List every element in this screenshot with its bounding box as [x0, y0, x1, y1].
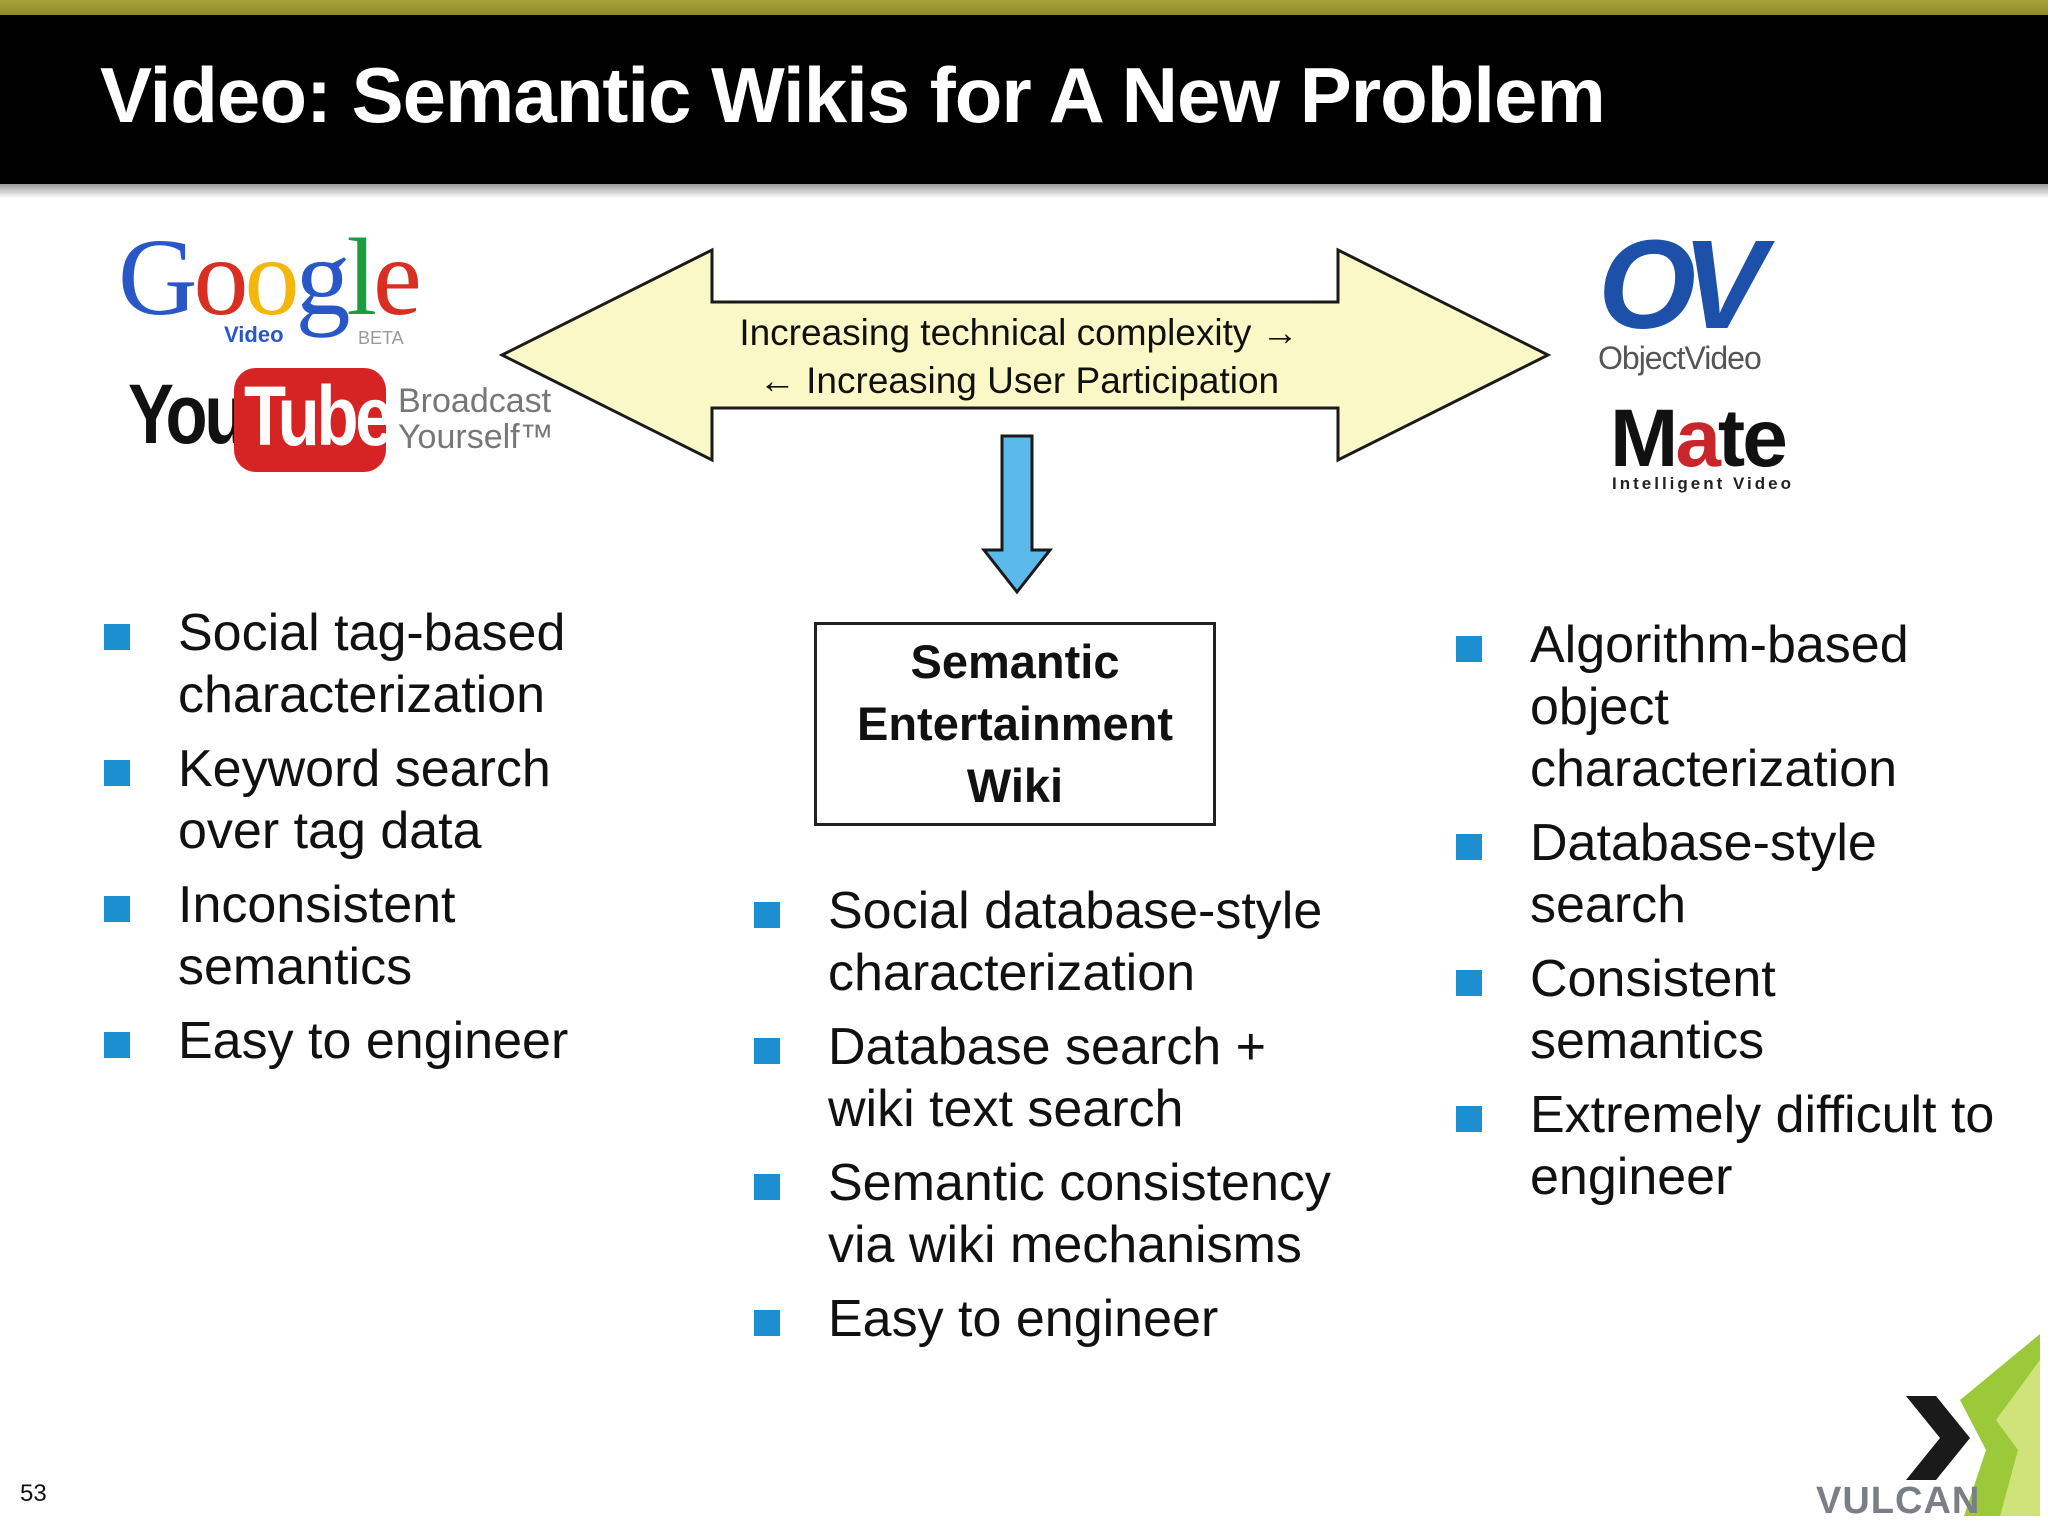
wiki-box-line: Semantic [910, 635, 1120, 688]
slide-title: Video: Semantic Wikis for A New Problem [100, 51, 1606, 139]
list-item: Easy to engineer [754, 1288, 1354, 1350]
list-item-text: Consistent semantics [1530, 950, 1776, 1070]
title-bar: Video: Semantic Wikis for A New Problem [0, 0, 2048, 184]
list-item: Semantic consistency via wiki mechanisms [754, 1152, 1354, 1276]
semantic-entertainment-wiki-box: Semantic Entertainment Wiki [814, 622, 1216, 826]
google-letter: g [295, 216, 350, 338]
list-item-text: Keyword search over tag data [178, 740, 551, 860]
youtube-tube: Tube [244, 369, 394, 463]
youtube-yourself: Yourself™ [398, 417, 554, 456]
list-item: Inconsistent semantics [104, 874, 664, 998]
square-bullet-icon [104, 624, 130, 650]
center-bullet-list: Social database-style characterization D… [754, 880, 1354, 1362]
wiki-box-line: Entertainment [857, 697, 1173, 750]
square-bullet-icon [104, 1032, 130, 1058]
list-item: Extremely difficult to engineer [1456, 1084, 2016, 1208]
google-letter: o [244, 216, 299, 338]
left-bullet-list: Social tag-based characterization Keywor… [104, 602, 664, 1084]
header-accent-strip [0, 0, 2048, 15]
objectvideo-logo-mark: OV [1598, 214, 1766, 355]
mate-letter: M [1610, 393, 1678, 484]
page-number: 53 [20, 1480, 47, 1507]
list-item: Easy to engineer [104, 1010, 664, 1072]
vulcan-green-highlight [1996, 1360, 2040, 1516]
vulcan-brand: VULCAN [1816, 1480, 1981, 1522]
list-item: Consistent semantics [1456, 948, 2016, 1072]
vulcan-logo-graphic [1906, 1334, 2040, 1516]
list-item-text: Inconsistent semantics [178, 876, 456, 996]
down-arrow-shape [980, 434, 1054, 595]
mate-letter: te [1717, 393, 1788, 484]
wiki-box-line: Wiki [966, 759, 1064, 812]
google-letter: l [346, 216, 376, 338]
header-shadow [0, 184, 2048, 198]
list-item: Social tag-based characterization [104, 602, 664, 726]
list-item: Algorithm-based object characterization [1456, 614, 2016, 800]
objectvideo-logo-text: ObjectVideo [1598, 340, 1762, 376]
list-item-text: Algorithm-based object characterization [1530, 616, 1909, 798]
list-item-text: Social database-style characterization [828, 882, 1323, 1002]
mate-letter: a [1675, 393, 1721, 484]
arrow-label-participation: ← Increasing User Participation [758, 360, 1280, 401]
square-bullet-icon [754, 1174, 780, 1200]
list-item-text: Easy to engineer [178, 1012, 569, 1070]
double-arrow-shape [498, 247, 1552, 463]
list-item: Database-style search [1456, 812, 2016, 936]
google-video-label: Video [224, 322, 284, 347]
list-item-text: Database search + wiki text search [828, 1018, 1266, 1138]
square-bullet-icon [754, 1038, 780, 1064]
list-item: Keyword search over tag data [104, 738, 664, 862]
google-letter: G [118, 216, 197, 338]
google-video-logo: Google [118, 222, 422, 332]
youtube-tube-badge: Tube [234, 368, 394, 472]
list-item-text: Social tag-based characterization [178, 604, 566, 724]
youtube-you: You [128, 367, 246, 461]
list-item-text: Extremely difficult to engineer [1530, 1086, 1995, 1206]
square-bullet-icon [104, 896, 130, 922]
square-bullet-icon [104, 760, 130, 786]
square-bullet-icon [754, 1310, 780, 1336]
down-arrow [980, 434, 1054, 595]
list-item-text: Easy to engineer [828, 1290, 1219, 1348]
mate-logo: Mate [1610, 398, 1788, 480]
google-letter: e [373, 216, 422, 338]
google-beta-label: BETA [358, 328, 404, 348]
arrow-label-complexity: Increasing technical complexity → [739, 312, 1299, 353]
vulcan-chevron-icon [1906, 1396, 1970, 1480]
list-item: Social database-style characterization [754, 880, 1354, 1004]
square-bullet-icon [754, 902, 780, 928]
google-letter: o [193, 216, 248, 338]
list-item: Database search + wiki text search [754, 1016, 1354, 1140]
mate-tagline: Intelligent Video [1612, 474, 1794, 493]
youtube-broadcast: Broadcast [398, 382, 552, 420]
youtube-tagline: Broadcast Yourself™ [398, 382, 554, 456]
double-arrow [498, 247, 1552, 463]
square-bullet-icon [1456, 970, 1482, 996]
square-bullet-icon [1456, 834, 1482, 860]
square-bullet-icon [1456, 636, 1482, 662]
list-item-text: Database-style search [1530, 814, 1877, 934]
right-bullet-list: Algorithm-based object characterization … [1456, 614, 2016, 1220]
square-bullet-icon [1456, 1106, 1482, 1132]
list-item-text: Semantic consistency via wiki mechanisms [828, 1154, 1331, 1274]
